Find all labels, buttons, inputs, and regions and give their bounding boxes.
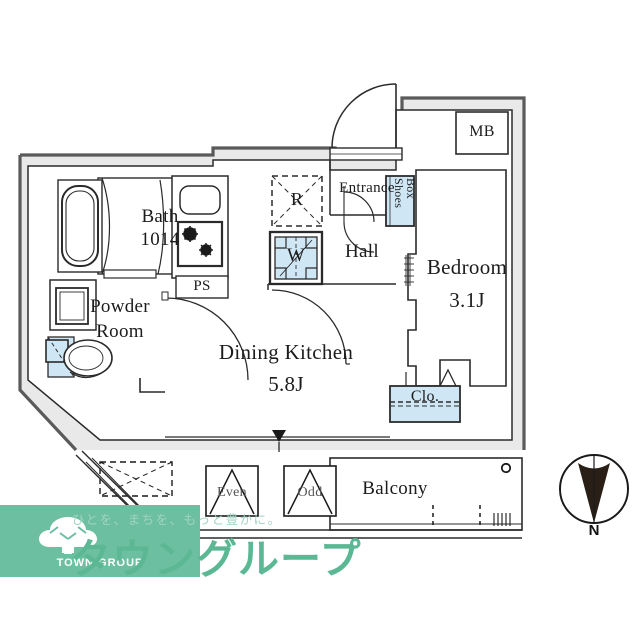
fixture-label-meter-odd: Odd — [297, 485, 323, 500]
meter-box-fixture — [455, 111, 509, 155]
powder-room-door — [161, 291, 249, 381]
room-label-powder-room: Powder — [90, 296, 150, 317]
hall-partitions — [267, 160, 396, 365]
compass-north-label: N — [588, 522, 600, 539]
washer-space — [268, 230, 324, 286]
fixture-label-pipe-shaft: PS — [193, 278, 211, 294]
bath-room — [57, 177, 217, 279]
room-label-entrance: Entrance — [339, 180, 395, 196]
brand-company-jp: タウングループ — [70, 535, 362, 583]
room-label-bath: Bath — [141, 206, 179, 227]
town-group-logo: TOWN GROUP — [0, 505, 200, 577]
fixture-label-washer: W — [286, 245, 306, 266]
fixture-label-meter-box: MB — [469, 123, 495, 140]
powder-room-area — [45, 279, 165, 393]
fixture-label-refrigerator: R — [290, 189, 304, 209]
dk-window — [165, 430, 390, 452]
compass-rose-drawing — [559, 454, 629, 524]
meter-boxes — [205, 465, 337, 517]
room-label-bedroom: Bedroom — [426, 255, 508, 279]
fixture-label-meter-even: Even — [217, 485, 247, 500]
room-size-bath: 1014 — [140, 229, 180, 250]
bedroom-area — [404, 169, 507, 387]
room-size-dining-kitchen: 5.8J — [268, 372, 304, 396]
fixture-label-shoes-box-line1: Shoes — [392, 178, 406, 209]
room-label-powder-room-2: Room — [96, 321, 144, 342]
brand-tagline: ひとを、まちを、もっと豊かに。 — [72, 512, 282, 527]
brand-text-block: ひとを、まちを、もっと豊かに。 タウングループ — [70, 505, 392, 583]
room-label-dining-kitchen: Dining Kitchen — [218, 340, 354, 364]
kitchen-unit — [171, 175, 229, 299]
compass-rose: N — [556, 452, 632, 544]
tree-icon — [39, 517, 97, 554]
entrance-top-wall — [329, 83, 403, 161]
fixture-label-closet: Clo. — [410, 388, 440, 405]
logo-company-en: TOWN GROUP — [56, 557, 144, 569]
fixture-label-shoes-box-line2: Box — [404, 178, 418, 199]
room-label-hall: Hall — [345, 241, 379, 262]
closet-fixture — [389, 368, 461, 423]
room-size-bedroom: 3.1J — [449, 288, 485, 312]
shoes-box-fixture — [385, 175, 415, 227]
refrigerator-space — [271, 175, 323, 227]
room-label-balcony: Balcony — [362, 478, 428, 499]
